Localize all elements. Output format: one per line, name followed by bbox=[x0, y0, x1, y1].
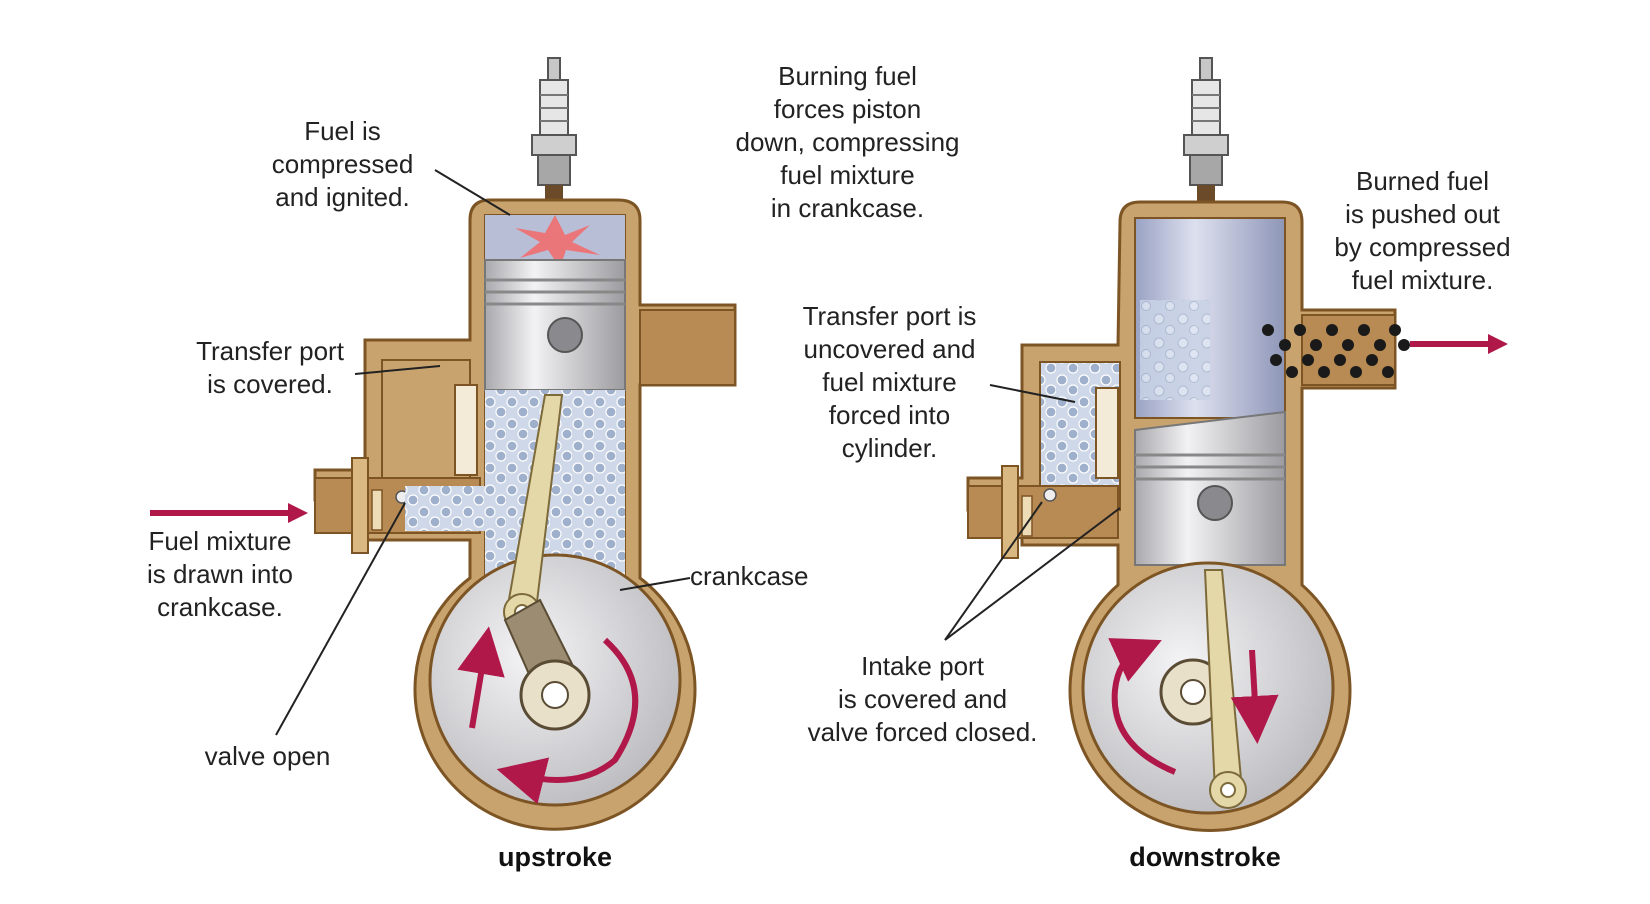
label-transfer-port-covered: Transfer port is covered. bbox=[196, 336, 344, 399]
rotation-arrows-icon bbox=[1108, 638, 1279, 775]
upstroke-engine bbox=[150, 57, 737, 831]
spark-plug-icon bbox=[1183, 57, 1229, 207]
label-crankcase: crankcase bbox=[690, 561, 809, 591]
exhaust-arrow-icon bbox=[1410, 334, 1508, 354]
burned-fuel-particles bbox=[1262, 324, 1410, 378]
label-fuel-compressed: Fuel is compressed and ignited. bbox=[271, 116, 414, 212]
label-valve-open: valve open bbox=[204, 741, 331, 771]
caption-upstroke: upstroke bbox=[497, 842, 613, 872]
label-intake-port-covered: Intake port is covered and valve forced … bbox=[807, 651, 1038, 747]
spark-plug-icon bbox=[531, 57, 577, 207]
rotation-arrows-icon bbox=[457, 626, 639, 805]
downstroke-engine bbox=[966, 57, 1508, 832]
piston bbox=[484, 259, 626, 391]
crankshaft bbox=[503, 598, 591, 731]
caption-downstroke: downstroke bbox=[1129, 842, 1281, 872]
label-burning-fuel: Burning fuel forces piston down, compres… bbox=[735, 61, 960, 223]
piston bbox=[1134, 410, 1286, 566]
label-burned-fuel: Burned fuel is pushed out by compressed … bbox=[1334, 166, 1511, 295]
label-fuel-mixture-drawn: Fuel mixture is drawn into crankcase. bbox=[147, 526, 293, 622]
label-transfer-port-uncovered: Transfer port is uncovered and fuel mixt… bbox=[802, 301, 977, 463]
fuel-inlet-arrow-icon bbox=[150, 503, 308, 523]
ignition-burst-icon bbox=[515, 215, 600, 268]
leader-lines bbox=[275, 169, 1121, 736]
connecting-rod bbox=[1159, 569, 1247, 809]
